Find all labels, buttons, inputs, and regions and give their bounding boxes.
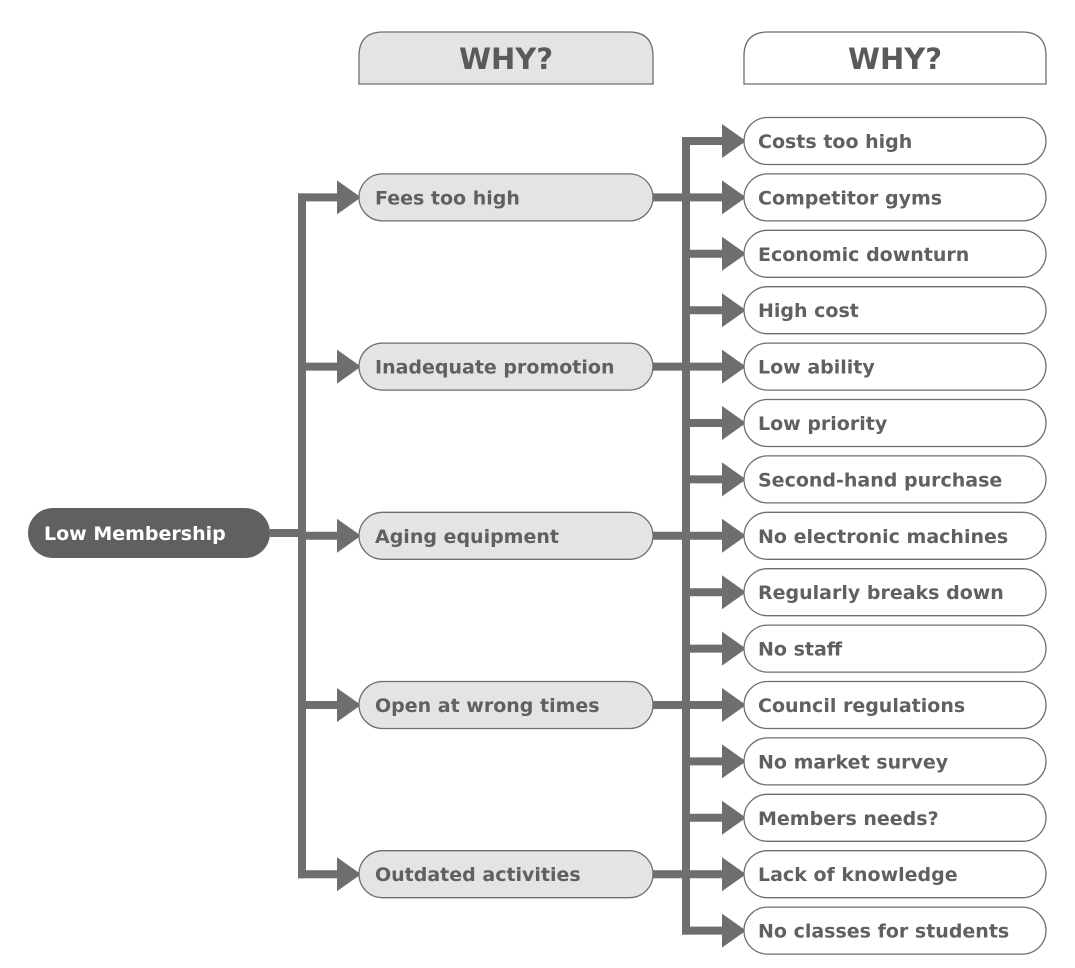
arrow-to-reason-second-hand-purchase-arrowhead xyxy=(722,462,746,497)
arrow-to-reason-low-ability-arrowhead xyxy=(722,349,746,384)
cause-box xyxy=(358,680,654,730)
arrow-to-reason-regularly-breaks-down-arrowhead xyxy=(722,575,746,610)
reason-node-low-priority: Low priority xyxy=(743,398,1047,448)
reason-box xyxy=(743,906,1047,955)
reason-box xyxy=(743,737,1047,786)
header-level2-label: WHY? xyxy=(848,42,942,76)
reason-box xyxy=(743,793,1047,842)
arrow-to-cause-aging-equipment-arrowhead xyxy=(337,518,361,553)
arrow-to-reason-competitor-gyms-arrowhead xyxy=(722,180,746,215)
arrow-to-reason-no-classes-for-students-arrowhead xyxy=(722,913,746,948)
header-level1: WHY? xyxy=(358,31,654,85)
reason-node-no-market-survey: No market survey xyxy=(743,737,1047,786)
reason-label: High cost xyxy=(758,300,859,322)
cause-node-open-at-wrong-times: Open at wrong times xyxy=(358,680,654,730)
arrow-to-cause-fees-too-high-arrowhead xyxy=(337,180,361,215)
reason-label: No staff xyxy=(758,639,843,661)
reason-label: No market survey xyxy=(758,751,949,773)
header-level1-label: WHY? xyxy=(459,42,553,76)
reason-box xyxy=(743,511,1047,560)
reason-label: Low priority xyxy=(758,413,888,435)
reason-box xyxy=(743,568,1047,617)
reason-box xyxy=(743,455,1047,504)
reason-node-competitor-gyms: Competitor gyms xyxy=(743,173,1047,222)
reason-label: Second-hand purchase xyxy=(758,469,1002,491)
reason-node-members-needs: Members needs? xyxy=(743,793,1047,842)
connectors xyxy=(270,124,746,948)
reason-node-costs-too-high: Costs too high xyxy=(743,116,1047,166)
root-node-box xyxy=(28,508,270,558)
reason-node-low-ability: Low ability xyxy=(743,342,1047,391)
reason-node-lack-of-knowledge: Lack of knowledge xyxy=(743,850,1047,899)
arrow-to-reason-council-regulations-arrowhead xyxy=(722,688,746,722)
reason-node-no-classes-for-students: No classes for students xyxy=(743,906,1047,955)
cause-label: Fees too high xyxy=(375,187,520,209)
reason-label: Council regulations xyxy=(758,695,965,717)
cause-node-aging-equipment: Aging equipment xyxy=(358,511,654,560)
reason-box xyxy=(743,342,1047,391)
reason-node-second-hand-purchase: Second-hand purchase xyxy=(743,455,1047,504)
arrow-to-cause-outdated-activities-arrowhead xyxy=(337,857,361,892)
arrow-to-cause-open-at-wrong-times-arrowhead xyxy=(337,688,361,722)
reason-node-council-regulations: Council regulations xyxy=(743,680,1047,730)
reason-label: Members needs? xyxy=(758,808,939,830)
cause-box xyxy=(358,173,654,222)
arrow-to-cause-inadequate-promotion-arrowhead xyxy=(337,349,361,384)
reason-node-no-staff: No staff xyxy=(743,624,1047,673)
cause-box xyxy=(358,850,654,899)
arrow-to-reason-costs-too-high-arrowhead xyxy=(722,124,746,158)
root-node-label: Low Membership xyxy=(44,523,226,545)
reason-label: No electronic machines xyxy=(758,526,1008,548)
reason-box xyxy=(743,229,1047,278)
root-node: Low Membership xyxy=(28,508,270,558)
cause-label: Open at wrong times xyxy=(375,695,600,717)
reason-node-high-cost: High cost xyxy=(743,286,1047,335)
cause-node-fees-too-high: Fees too high xyxy=(358,173,654,222)
cause-label: Inadequate promotion xyxy=(375,357,615,379)
header-level2-box xyxy=(743,31,1047,85)
reason-box xyxy=(743,116,1047,166)
cause-node-outdated-activities: Outdated activities xyxy=(358,850,654,899)
reason-box xyxy=(743,286,1047,335)
reason-box xyxy=(743,173,1047,222)
arrow-to-reason-no-staff-arrowhead xyxy=(722,631,746,666)
cause-box xyxy=(358,342,654,391)
reason-label: Economic downturn xyxy=(758,244,969,266)
reason-node-economic-downturn: Economic downturn xyxy=(743,229,1047,278)
arrow-to-reason-members-needs-arrowhead xyxy=(722,800,746,835)
reason-label: Costs too high xyxy=(758,131,912,153)
arrow-to-reason-economic-downturn-arrowhead xyxy=(722,236,746,271)
header-level1-box xyxy=(358,31,654,85)
reason-label: No classes for students xyxy=(758,921,1009,943)
arrow-to-reason-no-electronic-machines-arrowhead xyxy=(722,518,746,553)
cause-box xyxy=(358,511,654,560)
arrow-to-reason-high-cost-arrowhead xyxy=(722,293,746,328)
reason-label: Low ability xyxy=(758,357,875,379)
reason-label: Competitor gyms xyxy=(758,187,942,209)
reason-box xyxy=(743,850,1047,899)
reason-box xyxy=(743,398,1047,448)
reason-label: Regularly breaks down xyxy=(758,582,1004,604)
reason-box xyxy=(743,624,1047,673)
reason-box xyxy=(743,680,1047,730)
cause-label: Aging equipment xyxy=(375,526,559,548)
reason-label: Lack of knowledge xyxy=(758,864,958,886)
cause-label: Outdated activities xyxy=(375,864,581,886)
reason-node-regularly-breaks-down: Regularly breaks down xyxy=(743,568,1047,617)
header-level2: WHY? xyxy=(743,31,1047,85)
arrow-to-reason-lack-of-knowledge-arrowhead xyxy=(722,857,746,892)
cause-node-inadequate-promotion: Inadequate promotion xyxy=(358,342,654,391)
reason-node-no-electronic-machines: No electronic machines xyxy=(743,511,1047,560)
arrow-to-reason-low-priority-arrowhead xyxy=(722,406,746,440)
arrow-to-reason-no-market-survey-arrowhead xyxy=(722,744,746,779)
